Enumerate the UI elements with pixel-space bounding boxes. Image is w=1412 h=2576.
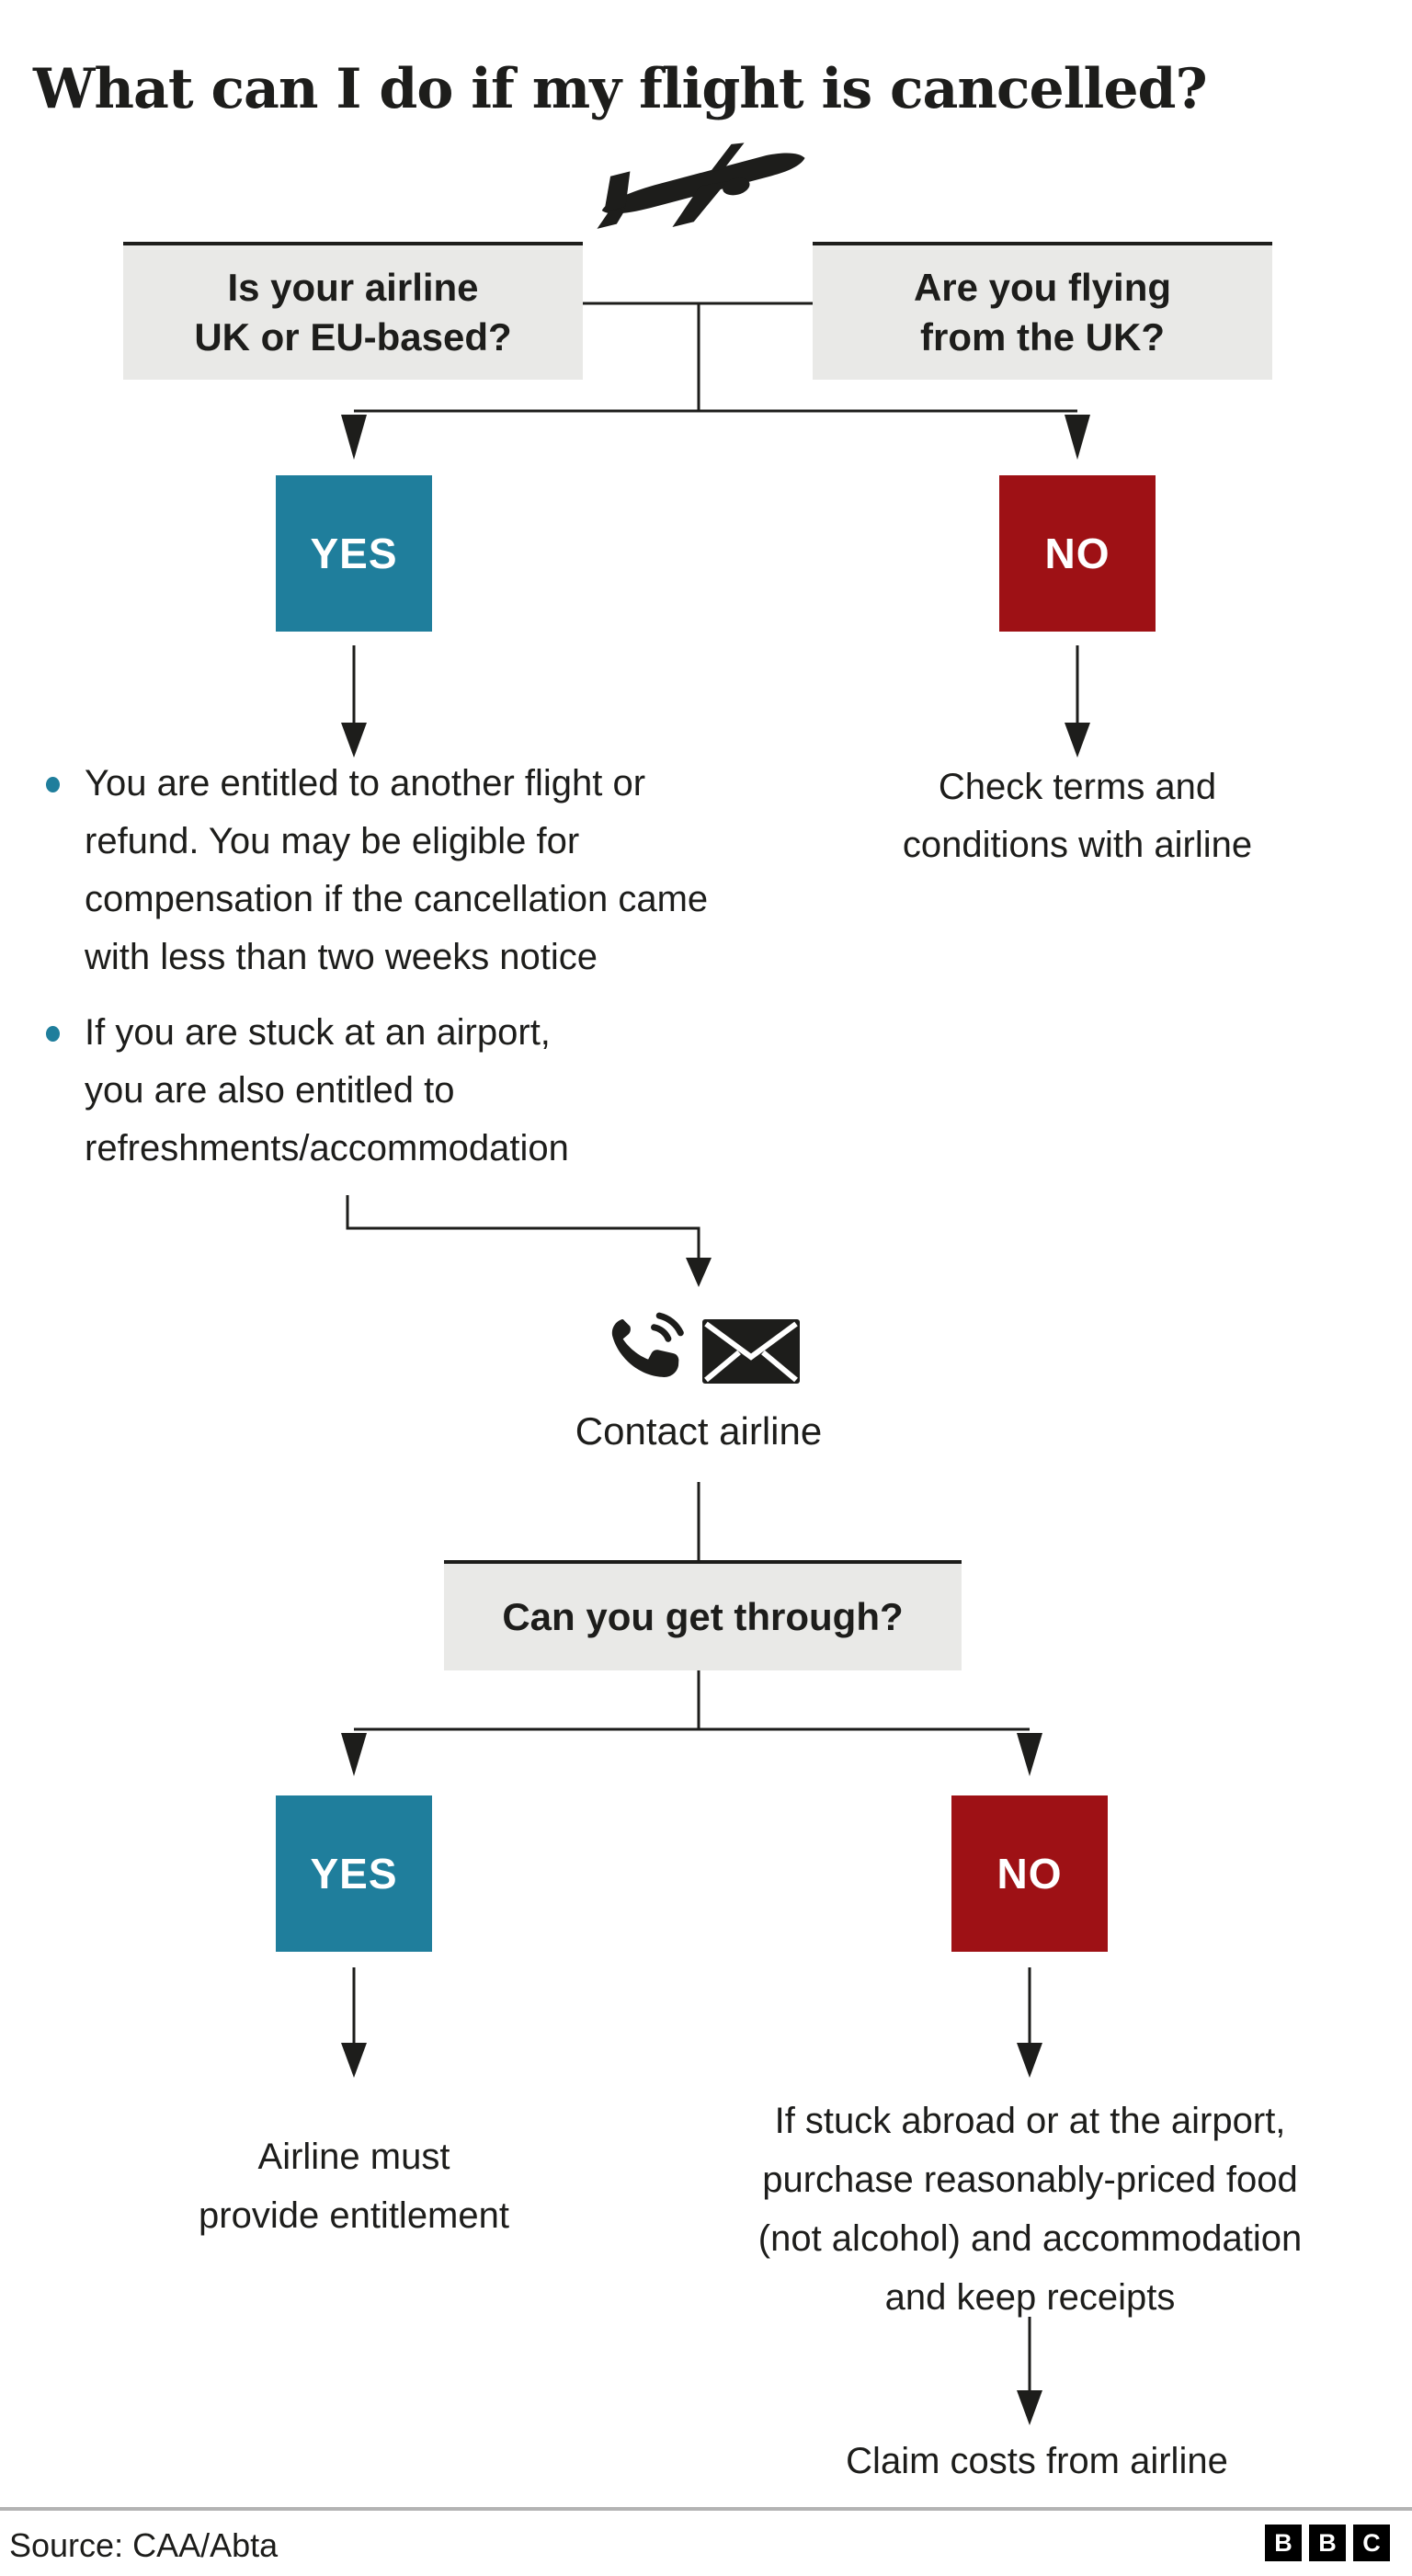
no-box-2: NO	[951, 1795, 1108, 1952]
bullet-text-line: refreshments/accommodation	[85, 1128, 569, 1168]
envelope-icon	[702, 1319, 800, 1384]
plane-icon	[597, 142, 805, 229]
source-attribution: Source: CAA/Abta	[9, 2526, 279, 2564]
no-label: NO	[1044, 530, 1110, 577]
question-line: Is your airline	[227, 266, 479, 309]
entitlements-bullet-list: You are entitled to another flight or re…	[44, 755, 807, 1178]
bullet-text-line: If you are stuck at an airport,	[85, 1012, 551, 1053]
text-line: provide entitlement	[199, 2195, 509, 2236]
bbc-logo: B B C	[1265, 2525, 1390, 2561]
yes-box-1: YES	[276, 475, 432, 632]
bullet-icon	[46, 777, 60, 792]
page-title: What can I do if my flight is cancelled?	[33, 57, 1208, 122]
stuck-abroad-text: If stuck abroad or at the airport, purch…	[715, 2092, 1345, 2327]
text-line: If stuck abroad or at the airport,	[774, 2101, 1286, 2141]
list-item: You are entitled to another flight or re…	[44, 755, 807, 986]
footer-divider	[0, 2507, 1412, 2511]
text-line: Check terms and	[938, 767, 1217, 807]
text-line: (not alcohol) and accommodation	[757, 2218, 1303, 2259]
question-line: from the UK?	[920, 315, 1165, 359]
bbc-logo-block: B	[1309, 2525, 1346, 2561]
bbc-logo-block: C	[1353, 2525, 1390, 2561]
bullet-text-line: you are also entitled to	[85, 1070, 455, 1111]
text-line: purchase reasonably-priced food	[762, 2160, 1298, 2200]
bbc-logo-block: B	[1265, 2525, 1302, 2561]
yes-box-2: YES	[276, 1795, 432, 1952]
question-get-through: Can you get through?	[444, 1560, 962, 1670]
text-line: Airline must	[257, 2137, 450, 2177]
bullet-text-line: You are entitled to another flight or	[85, 763, 646, 804]
claim-costs-text: Claim costs from airline	[846, 2441, 1228, 2481]
question-flying-from-uk: Are you flying from the UK?	[813, 242, 1272, 380]
contact-airline-label: Contact airline	[575, 1409, 823, 1453]
bullet-icon	[46, 1026, 60, 1042]
question-airline-origin: Is your airline UK or EU-based?	[123, 242, 583, 380]
check-terms-text: Check terms and conditions with airline	[894, 758, 1261, 874]
text-line: conditions with airline	[902, 825, 1253, 865]
question-line: Can you get through?	[502, 1595, 904, 1638]
no-label: NO	[996, 1850, 1063, 1898]
bullet-text-line: compensation if the cancellation came	[85, 879, 709, 919]
yes-label: YES	[310, 530, 398, 577]
airline-entitlement-text: Airline must provide entitlement	[124, 2127, 584, 2245]
yes-label: YES	[310, 1850, 398, 1898]
list-item: If you are stuck at an airport, you are …	[44, 1004, 807, 1178]
no-box-1: NO	[999, 475, 1156, 632]
question-line: UK or EU-based?	[194, 315, 512, 359]
bullet-text-line: with less than two weeks notice	[85, 937, 598, 977]
phone-icon	[611, 1312, 684, 1377]
text-line: and keep receipts	[884, 2277, 1176, 2318]
question-line: Are you flying	[913, 266, 1172, 309]
bullet-text-line: refund. You may be eligible for	[85, 821, 580, 861]
